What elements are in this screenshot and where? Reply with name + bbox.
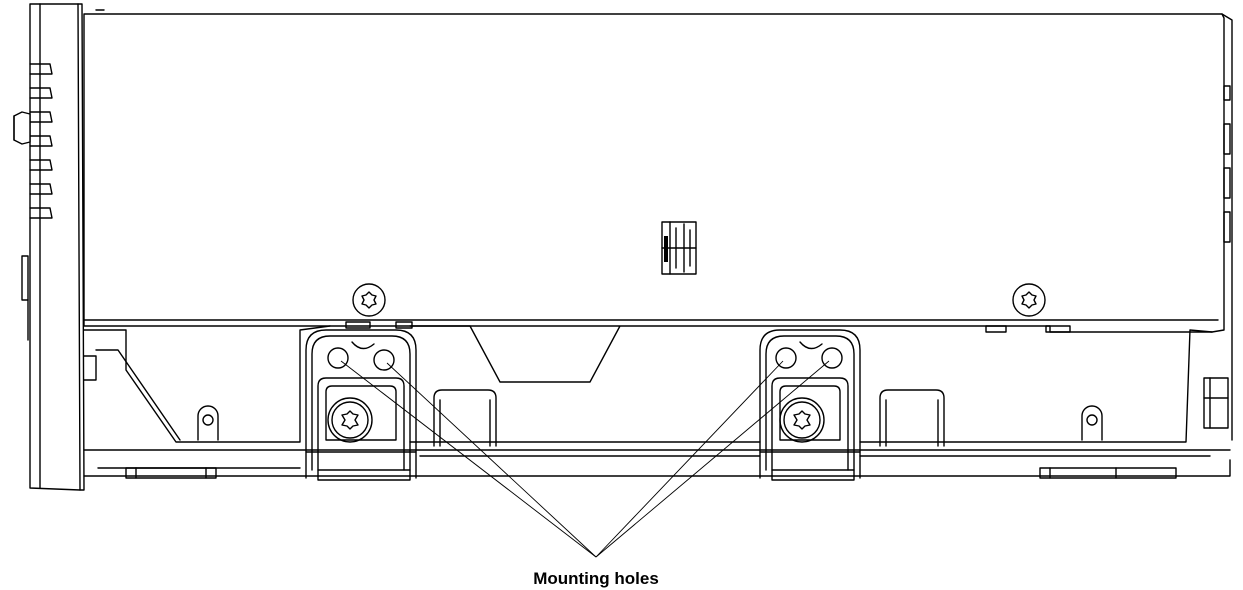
mounting-bracket-left [305, 329, 417, 481]
leader-line-4 [595, 360, 830, 558]
callout-label-mounting-holes: Mounting holes [533, 569, 659, 588]
chassis-tray [83, 321, 1231, 479]
mounting-bracket-right [759, 329, 861, 481]
mounting-hole-1 [327, 347, 349, 369]
center-clip [661, 221, 697, 275]
mounting-hole-4 [821, 347, 843, 369]
eject-lever [13, 111, 31, 145]
leader-line-2 [386, 362, 597, 558]
housing-screw-left [352, 283, 386, 317]
housing-screw-right [1012, 283, 1046, 317]
leader-line-1 [340, 360, 597, 558]
drive-housing [83, 9, 1233, 441]
rear-connectors [1203, 85, 1231, 429]
leader-line-3 [595, 360, 784, 558]
front-bezel [13, 3, 85, 491]
callout-leaders [340, 360, 830, 558]
bezel-vent-slots [29, 63, 53, 219]
